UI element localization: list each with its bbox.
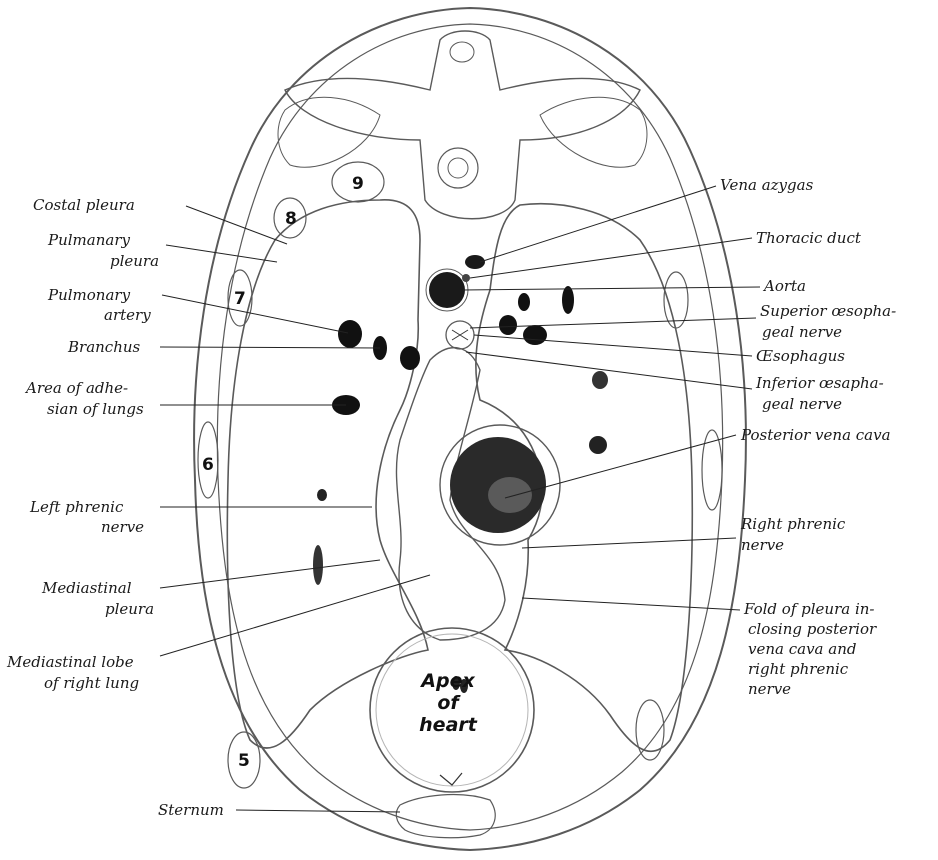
label-thoracic-duct: Thoracic duct: [756, 229, 862, 247]
aorta: [429, 272, 465, 308]
label-inferior-oesophageal-nerve-2: geal nerve: [762, 395, 842, 413]
label-right-phrenic-2: nerve: [741, 536, 784, 554]
label-pulmonary-pleura-1: Pulmanary: [47, 231, 130, 249]
label-adhesion-1: Area of adhe-: [24, 379, 128, 397]
left-lung: [227, 200, 428, 748]
label-bronchus: Branchus: [67, 338, 141, 356]
heart-label-line3: heart: [419, 714, 478, 736]
label-left-phrenic-2: nerve: [101, 518, 144, 536]
label-mediastinal-lobe-1: Mediastinal lobe: [6, 653, 134, 671]
label-right-phrenic-1: Right phrenic: [740, 515, 846, 533]
label-mediastinal-pleura-1: Mediastinal: [41, 579, 132, 597]
label-aorta: Aorta: [762, 277, 806, 295]
label-inferior-oesophageal-nerve-1: Inferior œsapha-: [755, 374, 884, 392]
label-pulmonary-pleura-2: pleura: [110, 252, 159, 270]
heart-label-line2: of: [437, 692, 461, 714]
rib-number-5: 5: [238, 751, 250, 771]
sternum: [396, 795, 495, 838]
rib-number-6: 6: [202, 455, 214, 475]
label-costal-pleura: Costal pleura: [33, 196, 135, 214]
label-fold-2: closing posterior: [748, 620, 877, 638]
label-fold-3: vena cava and: [748, 640, 856, 658]
rib-number-7: 7: [234, 289, 246, 309]
label-fold-1: Fold of pleura in-: [743, 600, 874, 618]
label-superior-oesophageal-nerve-1: Superior œsopha-: [760, 302, 896, 320]
label-left-phrenic-1: Left phrenic: [29, 498, 124, 516]
label-posterior-vena-cava: Posterior vena cava: [740, 426, 891, 444]
label-adhesion-2: sian of lungs: [47, 400, 144, 418]
label-fold-5: nerve: [748, 680, 791, 698]
posterior-vena-cava: [440, 425, 560, 545]
muscle-layer: [217, 24, 722, 830]
vena-azygas: [465, 255, 485, 269]
label-sternum: Sternum: [158, 801, 224, 819]
label-oesophagus: Œsophagus: [756, 347, 845, 365]
label-pulmonary-artery-1: Pulmonary: [47, 286, 131, 304]
rib-number-8: 8: [285, 209, 297, 229]
label-mediastinal-pleura-2: pleura: [105, 600, 154, 618]
heart-label-line1: Apex: [419, 670, 475, 692]
label-fold-4: right phrenic: [748, 660, 849, 678]
label-vena-azygas: Vena azygas: [720, 176, 814, 194]
rib-number-9: 9: [352, 174, 364, 194]
right-labels: Vena azygas Thoracic duct Aorta Superior…: [720, 176, 896, 698]
thoracic-duct: [462, 274, 470, 282]
label-mediastinal-lobe-2: of right lung: [44, 674, 139, 692]
label-superior-oesophageal-nerve-2: geal nerve: [762, 323, 842, 341]
vertebra: [285, 31, 640, 219]
label-pulmonary-artery-2: artery: [104, 306, 151, 324]
